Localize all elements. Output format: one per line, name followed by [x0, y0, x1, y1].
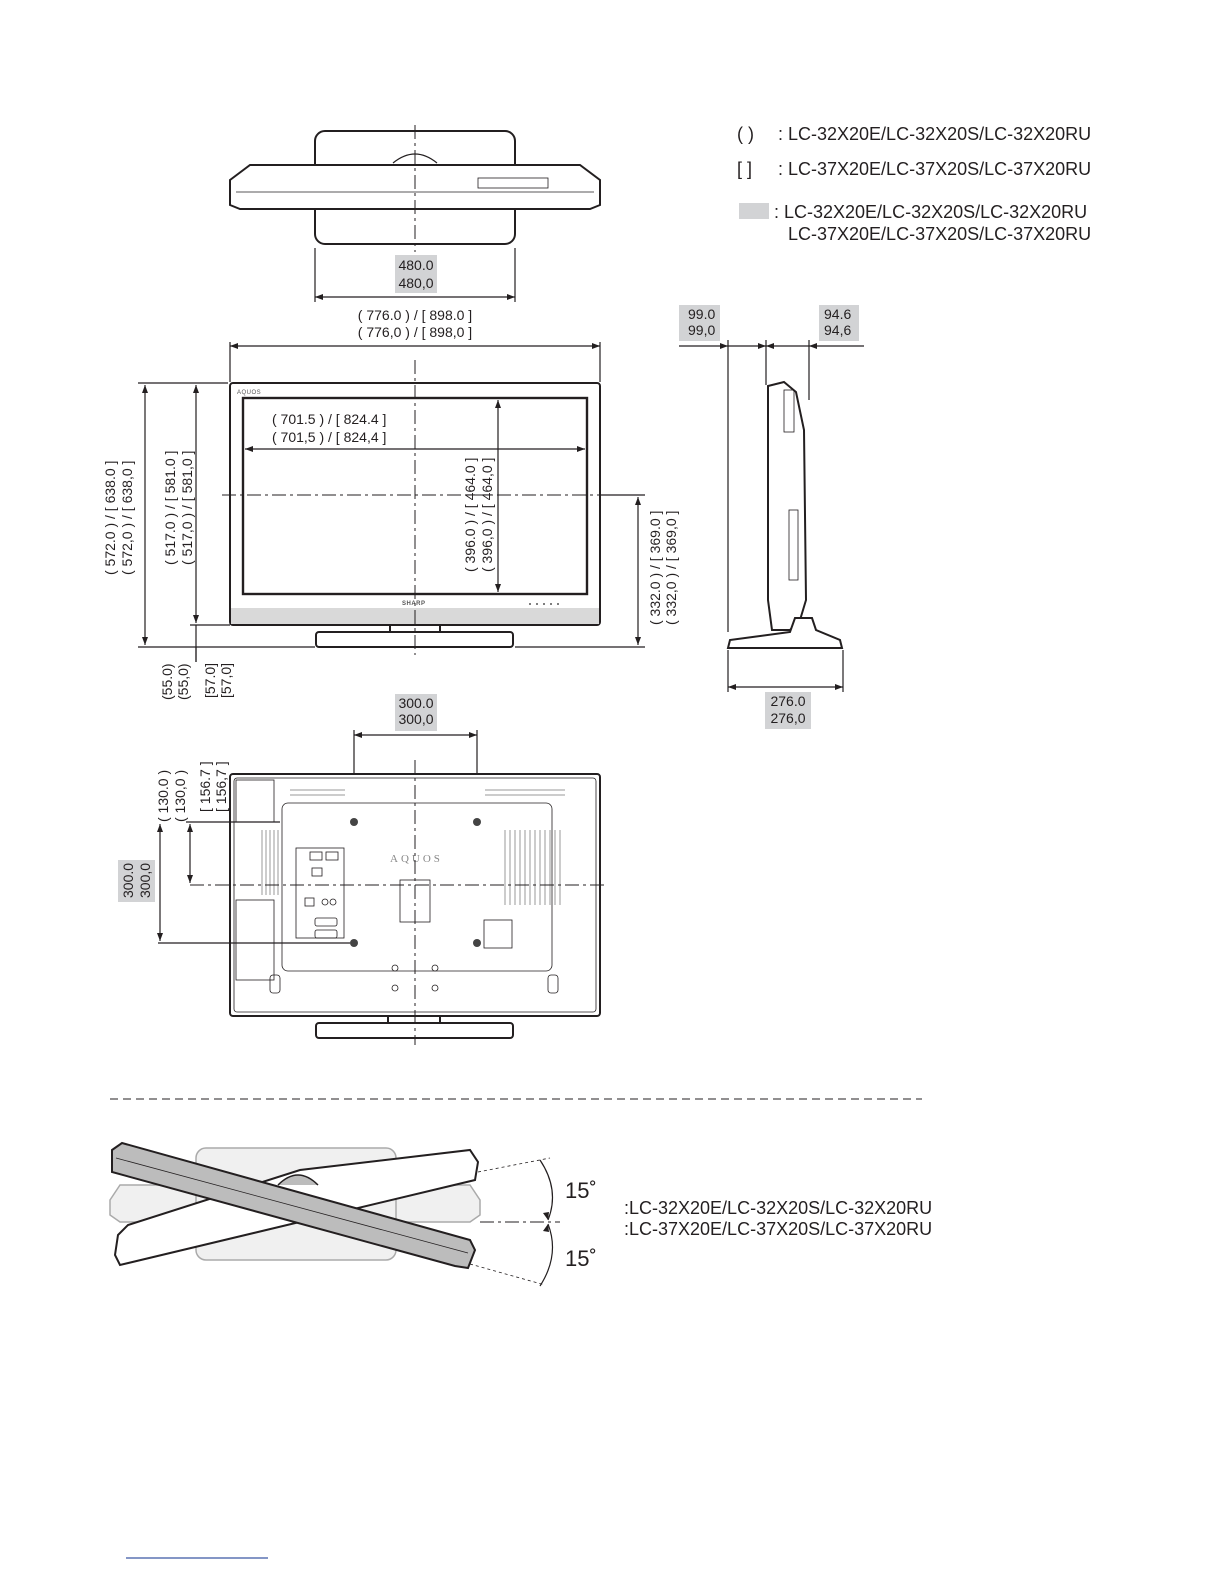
rear-logo: AQUOS — [390, 853, 443, 865]
rear-view-panel — [281, 802, 553, 972]
side-view-body — [767, 380, 808, 631]
stand-width-label-b: 480,0 — [398, 275, 433, 291]
vesa-offset-32-label-a: ( 130.0 ) — [155, 770, 171, 822]
swivel-angle-bottom: 15˚ — [565, 1246, 597, 1271]
overall-width-label-b: ( 776,0 ) / [ 898,0 ] — [358, 324, 472, 340]
vesa-mount-holes — [350, 818, 481, 992]
vesa-offset-32-label-b: ( 130,0 ) — [172, 770, 188, 822]
stand-depth-label-b: 276,0 — [770, 710, 805, 726]
swivel-models-2: :LC-37X20E/LC-37X20S/LC-37X20RU — [624, 1219, 932, 1239]
side-view: 99.0 99,0 94.6 94,6 276.0 276,0 — [679, 305, 864, 729]
legend-bracket-models: : LC-37X20E/LC-37X20S/LC-37X20RU — [778, 159, 1091, 179]
vesa-offset-37-label-b: [ 156,7 ] — [213, 761, 229, 812]
center-height-label-a: ( 332.0 ) / [ 369.0 ] — [647, 511, 663, 625]
rear-power-socket — [483, 919, 513, 949]
body-height-label-b: ( 517,0 ) / [ 581,0 ] — [179, 451, 195, 565]
stand-width-label-a: 480.0 — [398, 257, 433, 273]
body-height-label-a: ( 517.0 ) / [ 581.0 ] — [162, 451, 178, 565]
legend: ( ) : LC-32X20E/LC-32X20S/LC-32X20RU [ ]… — [737, 124, 1091, 244]
front-view: ( 776.0 ) / [ 898.0 ] ( 776,0 ) / [ 898,… — [102, 307, 679, 700]
depth-top-label-b: 99,0 — [688, 322, 715, 338]
depth-top-label-a: 99.0 — [688, 306, 715, 322]
overall-width-label-a: ( 776.0 ) / [ 898.0 ] — [358, 307, 472, 323]
top-view-control-buttons — [477, 177, 549, 189]
overall-height-label-b: ( 572,0 ) / [ 638,0 ] — [119, 461, 135, 575]
rear-vents-right — [504, 830, 561, 905]
rear-vents-top — [290, 789, 565, 796]
depth-body-label-b: 94,6 — [824, 322, 851, 338]
bottom-gap-32-label-b: (55,0) — [175, 663, 191, 700]
legend-shade-swatch — [739, 203, 769, 219]
stand-depth-label-a: 276.0 — [770, 693, 805, 709]
front-control-dots — [529, 603, 559, 605]
overall-height-label-a: ( 572.0 ) / [ 638.0 ] — [102, 461, 118, 575]
front-brand: SHARP — [402, 601, 426, 607]
vesa-offset-37-label-a: [ 156.7 ] — [197, 761, 213, 812]
screen-width-label-a: ( 701.5 ) / [ 824.4 ] — [272, 411, 386, 427]
bottom-gap-37-label-b: [57,0] — [218, 663, 234, 698]
rear-vents-left — [261, 830, 279, 895]
top-view: 480.0 480,0 — [229, 125, 601, 302]
legend-bracket-symbol: [ ] — [737, 159, 752, 179]
depth-body-label-a: 94.6 — [824, 306, 851, 322]
front-logo: AQUOS — [237, 390, 261, 396]
screen-width-label-b: ( 701,5 ) / [ 824,4 ] — [272, 429, 386, 445]
vesa-width-label-a: 300.0 — [398, 695, 433, 711]
swivel-angle-top: 15˚ — [565, 1178, 597, 1203]
vesa-height-label-b: 300,0 — [137, 863, 153, 898]
vesa-height-label-a: 300.0 — [120, 863, 136, 898]
legend-shade-models-1: : LC-32X20E/LC-32X20S/LC-32X20RU — [774, 202, 1087, 222]
bottom-gap-32-label-a: (55.0) — [159, 663, 175, 700]
bottom-gap-37-label-a: [57.0] — [202, 663, 218, 698]
vesa-width-label-b: 300,0 — [398, 711, 433, 727]
legend-paren-symbol: ( ) — [737, 124, 754, 144]
legend-paren-models: : LC-32X20E/LC-32X20S/LC-32X20RU — [778, 124, 1091, 144]
center-height-label-b: ( 332,0 ) / [ 369,0 ] — [663, 511, 679, 625]
legend-shade-models-2: LC-37X20E/LC-37X20S/LC-37X20RU — [788, 224, 1091, 244]
screen-height-label-a: ( 396.0 ) / [ 464.0 ] — [462, 458, 478, 572]
swivel-models-1: :LC-32X20E/LC-32X20S/LC-32X20RU — [624, 1198, 932, 1218]
side-view-stand — [726, 617, 844, 649]
swivel-view: 15˚ 15˚ :LC-32X20E/LC-32X20S/LC-32X20RU … — [109, 1141, 932, 1287]
screen-height-label-b: ( 396,0 ) / [ 464,0 ] — [479, 458, 495, 572]
rear-view: 300.0 300,0 — [118, 694, 605, 1045]
